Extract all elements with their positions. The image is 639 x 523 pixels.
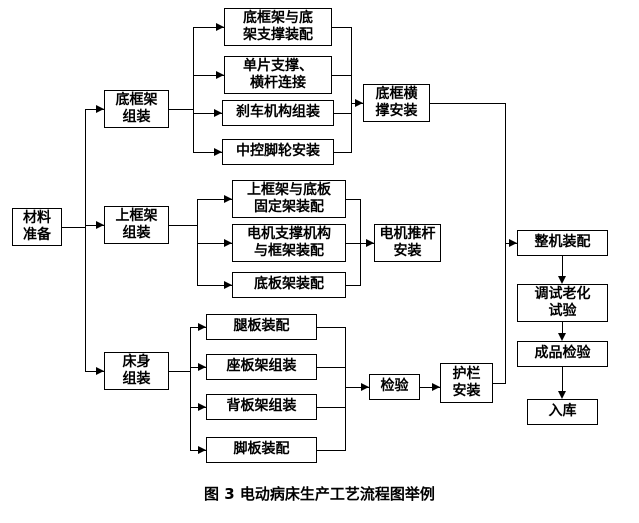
node-bottom-frame-support-assembly: 底框架与底 架支撑装配 (224, 8, 332, 46)
connector (346, 199, 361, 200)
node-motor-support-assembly: 电机支撑机构 与框架装配 (232, 224, 346, 262)
connector (169, 109, 194, 110)
arrowhead (509, 239, 517, 247)
arrowhead (432, 383, 440, 391)
arrowhead (214, 109, 222, 117)
connector (317, 327, 346, 328)
arrowhead (224, 281, 232, 289)
connector (562, 322, 563, 335)
connector (360, 199, 361, 286)
connector (197, 243, 232, 244)
connector (317, 450, 346, 451)
connector (85, 109, 104, 110)
connector (190, 327, 191, 451)
arrowhead (361, 383, 369, 391)
connector (562, 256, 563, 278)
arrowhead (355, 99, 363, 107)
connector (420, 387, 440, 388)
node-leg-plate-assembly: 腿板装配 (206, 314, 317, 340)
connector (493, 383, 506, 384)
arrowhead (198, 403, 206, 411)
connector (193, 152, 222, 153)
connector (317, 407, 346, 408)
connector (85, 371, 104, 372)
arrowhead (198, 363, 206, 371)
arrowhead (558, 276, 566, 284)
arrowhead (366, 239, 374, 247)
connector (346, 243, 374, 244)
node-finished-inspection: 成品检验 (517, 341, 608, 367)
connector (351, 27, 352, 153)
arrowhead (216, 23, 224, 31)
node-whole-machine-assembly: 整机装配 (517, 230, 608, 256)
arrowhead (96, 105, 104, 113)
node-upper-frame-plate-assembly: 上框架与底板 固定架装配 (232, 180, 346, 218)
arrowhead (224, 239, 232, 247)
connector (193, 75, 224, 76)
connector (62, 227, 86, 228)
node-guardrail-install: 护栏 安装 (440, 363, 493, 403)
connector (197, 199, 232, 200)
connector (562, 367, 563, 393)
connector (197, 199, 198, 286)
connector (193, 27, 224, 28)
node-upper-frame-assembly: 上框架 组装 (104, 206, 169, 244)
node-bottom-plate-assembly: 底板架装配 (232, 272, 346, 298)
node-single-support-crossbar: 单片支撑、 横杆连接 (224, 56, 332, 94)
node-warehouse-in: 入库 (527, 399, 598, 425)
connector (317, 367, 346, 368)
connector (346, 285, 361, 286)
node-inspection: 检验 (369, 374, 420, 400)
node-material-prep: 材料 准备 (12, 208, 62, 246)
arrowhead (558, 333, 566, 341)
arrowhead (558, 391, 566, 399)
arrowhead (96, 221, 104, 229)
arrowhead (216, 71, 224, 79)
arrowhead (224, 195, 232, 203)
node-bottom-frame-assembly: 底框架 组装 (104, 90, 169, 128)
node-bottom-cross-brace: 底框横 撑安装 (363, 84, 430, 122)
node-debug-aging-test: 调试老化 试验 (517, 284, 608, 322)
connector (345, 327, 346, 451)
connector (345, 387, 369, 388)
connector (334, 152, 352, 153)
connector (169, 225, 198, 226)
connector (85, 225, 104, 226)
connector (334, 113, 352, 114)
connector (332, 27, 352, 28)
arrowhead (198, 323, 206, 331)
node-brake-assembly: 刹车机构组装 (222, 100, 334, 126)
arrowhead (96, 367, 104, 375)
connector (332, 75, 352, 76)
connector (193, 113, 222, 114)
arrowhead (198, 446, 206, 454)
connector (85, 109, 86, 372)
connector (169, 371, 191, 372)
node-motor-rod-install: 电机推杆 安装 (374, 224, 441, 262)
node-seat-plate-assembly: 座板架组装 (206, 354, 317, 380)
connector (193, 27, 194, 153)
node-foot-plate-assembly: 脚板装配 (206, 437, 317, 463)
node-caster-install: 中控脚轮安装 (222, 139, 334, 165)
figure-caption: 图 3 电动病床生产工艺流程图举例 (204, 485, 435, 503)
connector (197, 285, 232, 286)
node-bed-body-assembly: 床身 组装 (104, 352, 169, 390)
connector (430, 103, 506, 104)
node-back-plate-assembly: 背板架组装 (206, 394, 317, 420)
arrowhead (214, 148, 222, 156)
